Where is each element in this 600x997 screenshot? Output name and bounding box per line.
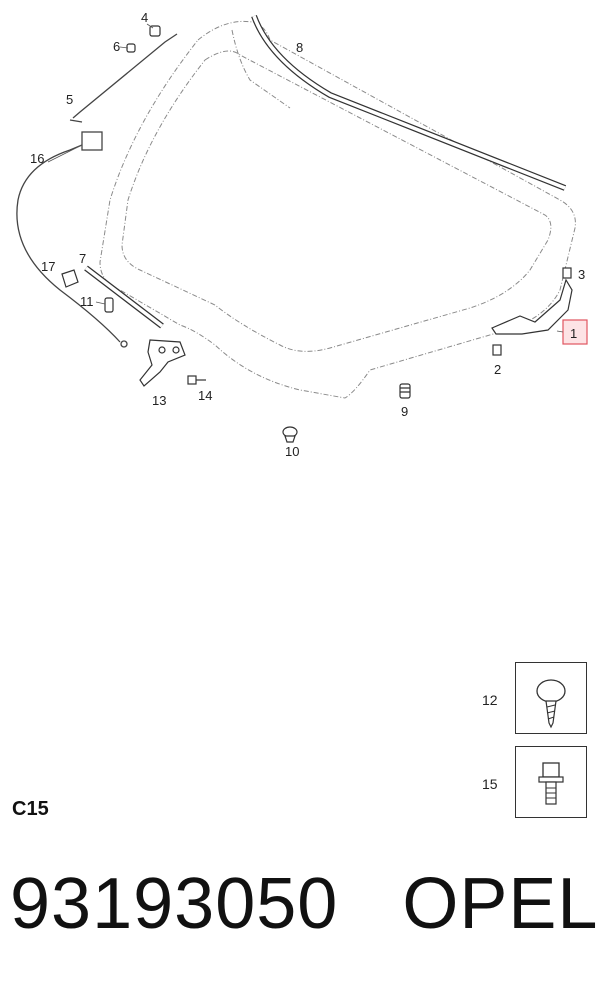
support-rod bbox=[69, 33, 178, 123]
hood-panel bbox=[99, 20, 576, 399]
seal-strip bbox=[84, 265, 164, 329]
release-cable bbox=[16, 131, 128, 348]
callout-13: 13 bbox=[152, 393, 166, 408]
callout-16: 16 bbox=[30, 151, 44, 166]
legend-box-screw bbox=[515, 662, 587, 734]
callout-5: 5 bbox=[66, 92, 73, 107]
plug bbox=[282, 426, 298, 443]
bump-stop bbox=[104, 297, 114, 313]
brand-name: OPEL bbox=[402, 864, 599, 944]
hood-hinge bbox=[491, 278, 573, 335]
weatherstrip bbox=[251, 14, 567, 191]
callout-11: 11 bbox=[80, 294, 94, 309]
latch-bolt bbox=[187, 375, 206, 385]
callout-3: 3 bbox=[578, 267, 585, 282]
legend-box-bolt bbox=[515, 746, 587, 818]
section-code: C15 bbox=[12, 798, 49, 820]
hex-bolt-icon bbox=[538, 762, 564, 805]
callout-4: 4 bbox=[141, 10, 148, 25]
hinge-bolts bbox=[492, 267, 572, 356]
cable-clip bbox=[61, 269, 79, 288]
legend-label-a: 12 bbox=[482, 692, 498, 708]
callout-9: 9 bbox=[401, 404, 408, 419]
legend-label-b: 15 bbox=[482, 776, 498, 792]
part-number: 93193050 bbox=[10, 864, 339, 944]
bumper bbox=[399, 383, 411, 399]
callout-8: 8 bbox=[296, 40, 303, 55]
callout-labels: 4 6 5 8 16 7 17 11 13 14 9 10 3 2 bbox=[30, 10, 585, 459]
callout-1: 1 bbox=[570, 326, 577, 341]
callout-1-highlight[interactable]: 1 bbox=[562, 319, 588, 345]
callout-10: 10 bbox=[285, 444, 299, 459]
leader-lines bbox=[47, 23, 564, 333]
callout-7: 7 bbox=[79, 251, 86, 266]
callout-2: 2 bbox=[494, 362, 501, 377]
tapping-screw-icon bbox=[536, 679, 566, 729]
hood-latch bbox=[139, 339, 186, 387]
callout-17: 17 bbox=[41, 259, 55, 274]
callout-6: 6 bbox=[113, 39, 120, 54]
rod-clips bbox=[126, 25, 161, 53]
callout-14: 14 bbox=[198, 388, 212, 403]
